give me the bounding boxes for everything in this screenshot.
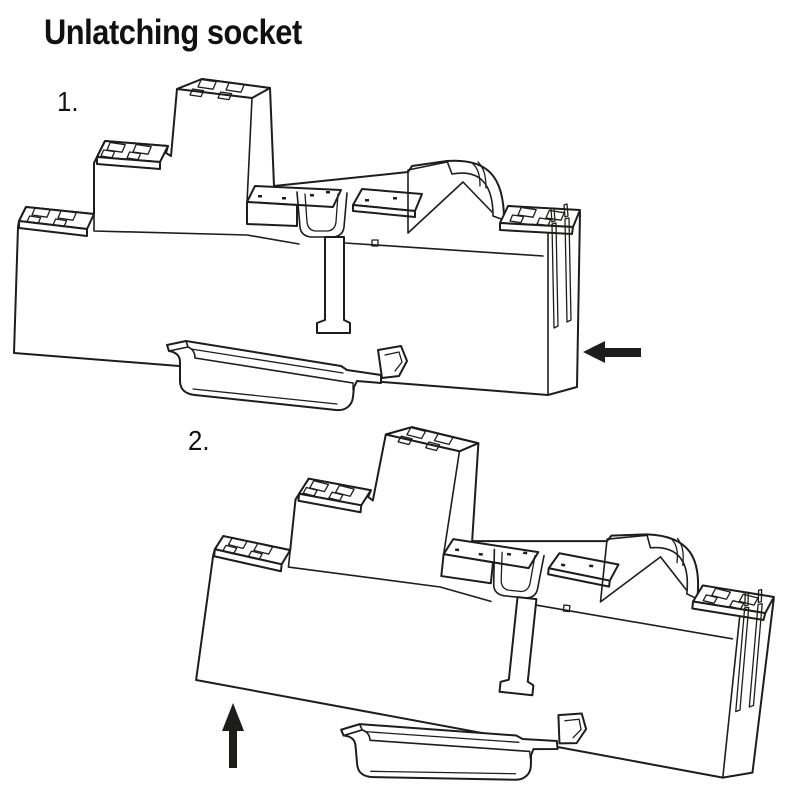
figure-step-1 xyxy=(14,79,641,412)
figure-step-2 xyxy=(186,408,788,796)
lift-up-arrow-icon xyxy=(222,703,244,768)
page-title: Unlatching socket xyxy=(44,13,302,52)
press-left-arrow-icon xyxy=(583,341,641,363)
step-2-number: 2. xyxy=(188,425,210,456)
step-1-number: 1. xyxy=(57,86,79,117)
